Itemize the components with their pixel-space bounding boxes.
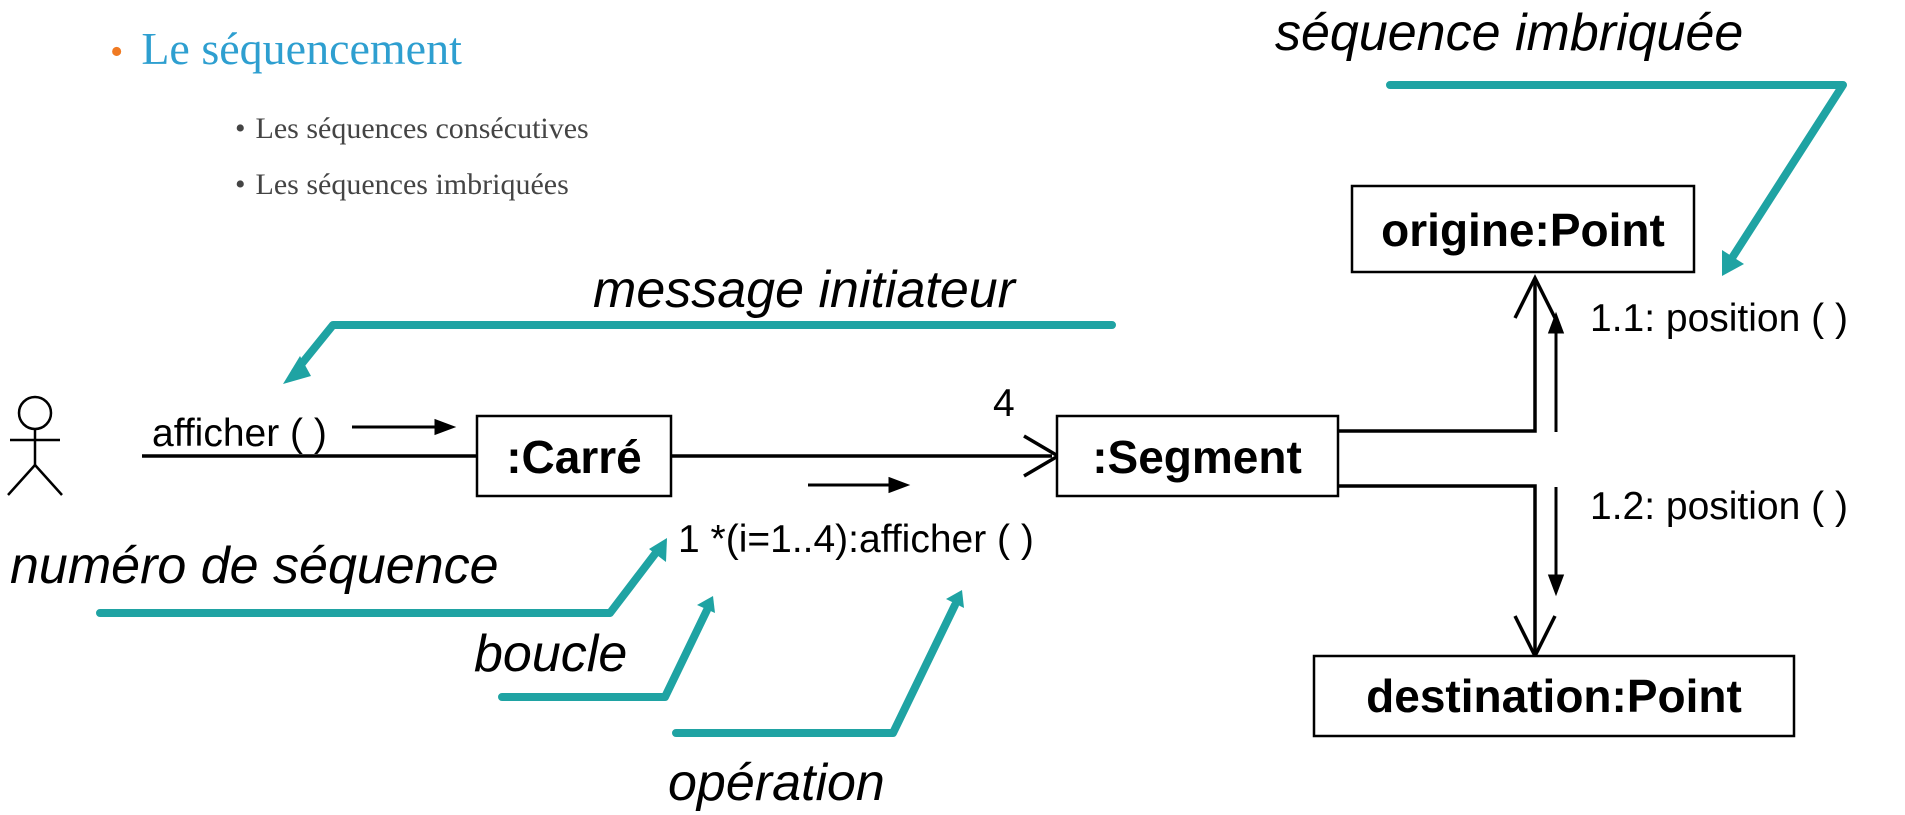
sub-bullet-1: •Les séquences consécutives [235, 112, 589, 145]
message-afficher-arrow [352, 418, 457, 436]
object-carre-box [475, 414, 673, 498]
annotation-nested-sequence: séquence imbriquée [1275, 4, 1743, 62]
message-position1-label: 1.1: position ( ) [1590, 297, 1848, 340]
object-carre-label: :Carré [506, 431, 642, 483]
object-segment-label: :Segment [1092, 431, 1302, 483]
link-segment-destination [1338, 484, 1537, 655]
main-bullet: • Le séquencement [110, 22, 462, 75]
arrow-sequence-number [96, 546, 662, 617]
arrow-loop [498, 606, 711, 701]
link-segment-origine [1321, 280, 1537, 433]
sub-bullet-text: Les séquences consécutives [255, 112, 589, 145]
main-bullet-text: Le séquencement [141, 23, 462, 74]
orange-bullet-dot: • [110, 31, 124, 73]
object-origine-box [1350, 184, 1696, 274]
sub-bullet-text: Les séquences imbriquées [255, 168, 569, 201]
message-position1-arrow [1547, 311, 1565, 432]
arrowhead-to-origine [1513, 274, 1557, 319]
message-position2-label: 1.2: position ( ) [1590, 485, 1848, 528]
message-loop-arrow [808, 476, 911, 494]
object-destination-box [1312, 654, 1796, 738]
annotation-loop: boucle [474, 625, 627, 683]
multiplicity-label: 4 [993, 382, 1015, 425]
object-segment-box [1055, 414, 1340, 498]
arrow-nested-sequence [1386, 81, 1847, 262]
annotation-initiator-message: message initiateur [593, 261, 1018, 319]
annotation-operation: opération [668, 754, 885, 812]
message-afficher-label: afficher ( ) [152, 412, 327, 455]
object-origine-label: origine:Point [1381, 204, 1665, 256]
annotation-arrows [96, 81, 1847, 737]
sub-bullet-2: •Les séquences imbriquées [235, 168, 569, 201]
annotation-arrowheads [283, 250, 1744, 613]
actor-icon [7, 395, 63, 496]
message-loop-label: 1 *(i=1..4):afficher ( ) [678, 518, 1034, 561]
annotation-sequence-number: numéro de séquence [10, 537, 499, 595]
object-destination-label: destination:Point [1366, 670, 1742, 722]
arrow-initiator-message [291, 321, 1116, 376]
message-position2-arrow [1547, 487, 1565, 597]
arrow-operation [672, 601, 959, 737]
